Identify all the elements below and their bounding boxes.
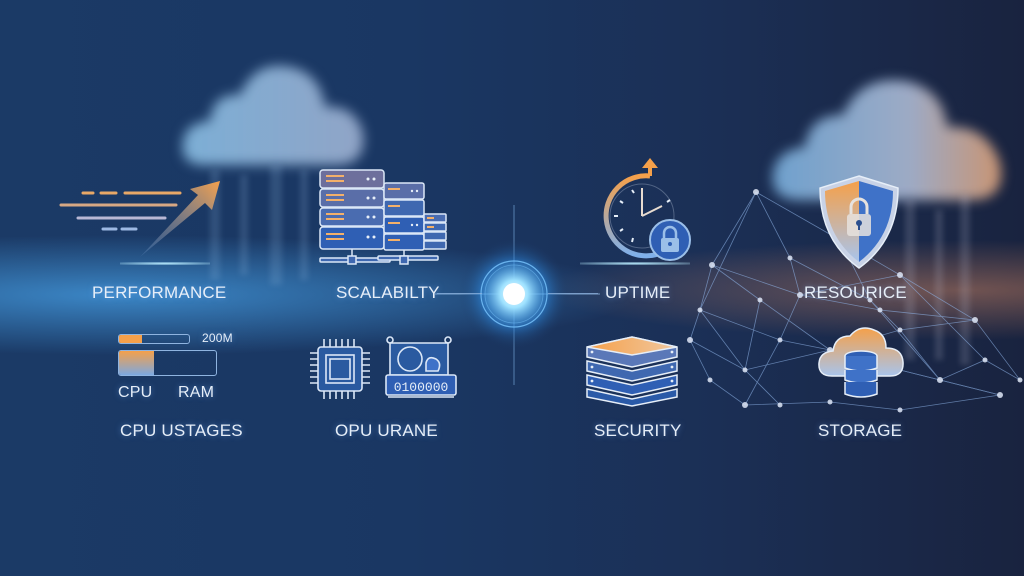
ram-label: RAM — [178, 384, 215, 401]
cloud-right-icon — [772, 80, 1002, 200]
ram-module-bits: 0100000 — [394, 380, 449, 395]
stacked-layers-icon — [586, 336, 678, 407]
small-usage-bar — [118, 334, 190, 344]
bar-value-label: 200M — [202, 331, 233, 345]
performance-label: PERFORMANCE — [92, 283, 227, 302]
performance-glow-line — [120, 262, 210, 265]
security-label: SECURITY — [594, 421, 682, 440]
cloud-database-icon — [818, 327, 904, 398]
cpu-chip-icon: 0100000 — [310, 336, 457, 399]
opu-urane-label: OPU URANE — [335, 421, 438, 440]
cpu-usages-label: CPU USTAGES — [120, 421, 243, 440]
uptime-label: UPTIME — [605, 283, 671, 302]
uptime-connector-line — [548, 293, 598, 294]
scalability-label: SCALABILTY — [336, 283, 440, 302]
large-usage-bar-fill — [119, 351, 154, 375]
resource-label: RESOURICE — [804, 283, 907, 302]
shield-lock-icon — [819, 175, 899, 269]
clock-lock-icon — [603, 158, 691, 261]
scalability-connector-line — [437, 293, 482, 294]
large-usage-bar — [118, 350, 217, 376]
cloud-left-icon — [182, 65, 364, 165]
ram-module-icon — [385, 336, 457, 398]
glowing-crosshair-icon — [435, 205, 600, 385]
uptime-glow-line — [580, 262, 690, 265]
small-usage-bar-fill — [119, 335, 143, 343]
usage-bars-icon: 200M — [118, 331, 248, 383]
rising-arrow-icon — [59, 181, 220, 257]
cpu-label: CPU — [118, 384, 153, 401]
server-rack-icon — [319, 169, 447, 265]
storage-label: STORAGE — [818, 421, 903, 440]
